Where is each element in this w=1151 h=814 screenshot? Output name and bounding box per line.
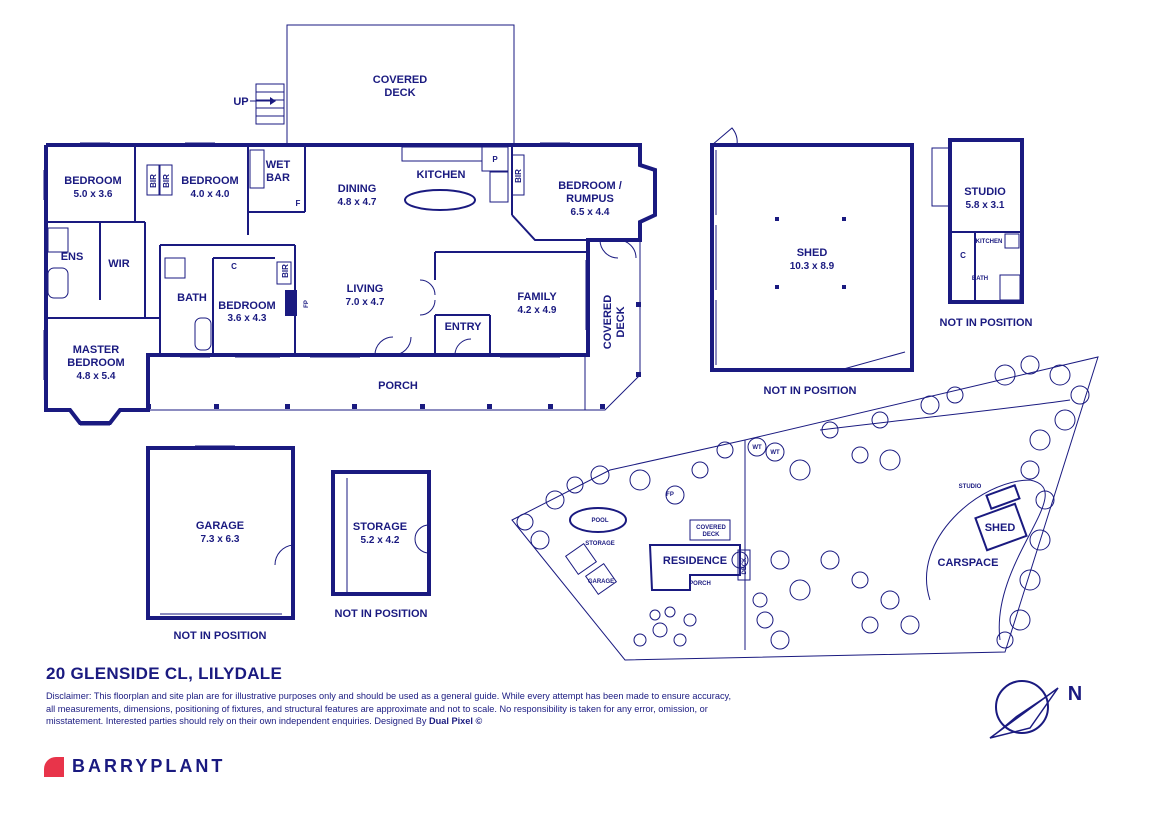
studio-dim: 5.8 x 3.1 [966,200,1005,211]
studio: STUDIO 5.8 x 3.1 KITCHEN C BATH NOT IN P… [931,138,1033,329]
storage: STORAGE 5.2 x 4.2 NOT IN POSITION [331,470,431,620]
rumpus-label-2: RUMPUS [566,193,614,205]
storage-dim: 5.2 x 4.2 [361,535,400,546]
bedroom1-label: BEDROOM [64,175,121,187]
disclaimer: Disclaimer: This floorplan and site plan… [46,690,736,728]
bedroom2-dim: 4.0 x 4.0 [191,189,230,200]
studio-bath-label: BATH [972,276,988,282]
master-label-1: MASTER [73,344,120,356]
site-plan: POOL FP WT WT RESIDENCE COVERED DECK POR… [511,355,1099,661]
kitchen-label: KITCHEN [417,169,466,181]
f-label: F [296,199,301,208]
garage-dim: 7.3 x 6.3 [201,534,240,545]
pantry-label: P [492,155,498,164]
site-deck-label: DECK [742,557,748,575]
bir-label-4: BIR [281,264,290,278]
site-shed-label: SHED [985,522,1016,534]
studio-label: STUDIO [964,186,1006,198]
fp-label: FP [304,300,310,308]
living-dim: 7.0 x 4.7 [346,297,385,308]
bath-label: BATH [177,292,207,304]
brand-name: BARRYPLANT [72,756,226,776]
site-residence-label: RESIDENCE [663,555,727,567]
bedroom2-label: BEDROOM [181,175,238,187]
compass-icon: N [989,680,1082,739]
brand-mark-icon [44,756,64,777]
stairs [250,83,285,125]
rumpus-dim: 6.5 x 4.4 [571,207,610,218]
bedroom3-label: BEDROOM [218,300,275,312]
site-studio-label: STUDIO [959,484,982,490]
studio-kitchen-label: KITCHEN [976,239,1003,245]
compass-north-label: N [1068,683,1082,705]
site-wt-label-2: WT [770,450,780,456]
living-label: LIVING [347,283,384,295]
dining-label: DINING [338,183,377,195]
site-carspace-label: CARSPACE [938,557,999,569]
site-porch-label: PORCH [689,581,711,587]
site-covdeck-label-1: COVERED [696,525,726,531]
property-address: 20 GLENSIDE CL, LILYDALE [46,664,283,683]
main-house: COVERED DECK UP BEDROOM 5.0 x 3.6 BEDROO… [43,24,657,426]
designer-credit: Dual Pixel © [429,716,483,726]
site-fp-label: FP [666,492,674,498]
master-dim: 4.8 x 5.4 [77,371,116,382]
site-pool-label: POOL [591,518,608,524]
wetbar-label-2: BAR [266,172,290,184]
covered-deck-label-1: COVERED [373,74,427,86]
up-label: UP [233,96,248,108]
garage-note: NOT IN POSITION [174,630,267,642]
rumpus-label-1: BEDROOM / [558,180,622,192]
master-label-2: BEDROOM [67,357,124,369]
garage-label: GARAGE [196,520,244,532]
entry-label: ENTRY [445,321,483,333]
brand-logo: BARRYPLANT [44,756,225,777]
disclaimer-text: Disclaimer: This floorplan and site plan… [46,691,732,726]
bir-label-2: BIR [162,174,171,188]
shed-dim: 10.3 x 8.9 [790,261,835,272]
covered-deck-label-2: DECK [384,87,415,99]
dining-dim: 4.8 x 4.7 [338,197,377,208]
site-garage-label: GARAGE [588,579,614,585]
shed-note: NOT IN POSITION [764,385,857,397]
wir-label: WIR [108,258,129,270]
studio-note: NOT IN POSITION [940,317,1033,329]
porch-label: PORCH [378,380,418,392]
bir-label-1: BIR [149,174,158,188]
family-label: FAMILY [517,291,557,303]
shed-label: SHED [797,247,828,259]
side-deck-label-2: DECK [615,306,627,337]
site-covdeck-label-2: DECK [702,532,720,538]
garage: GARAGE 7.3 x 6.3 NOT IN POSITION [146,445,295,642]
side-deck-label-1: COVERED [602,295,614,349]
site-storage-label: STORAGE [585,541,615,547]
ens-label: ENS [61,251,84,263]
studio-c-label: C [960,251,966,260]
bir-label-3: BIR [514,169,523,183]
site-wt-label-1: WT [752,445,762,451]
fireplace [285,290,297,316]
wetbar-label-1: WET [266,159,291,171]
storage-note: NOT IN POSITION [335,608,428,620]
bedroom1-dim: 5.0 x 3.6 [74,189,113,200]
shed: SHED 10.3 x 8.9 NOT IN POSITION [710,127,914,397]
family-dim: 4.2 x 4.9 [518,305,557,316]
cupboard-label: C [231,262,237,271]
bedroom3-dim: 3.6 x 4.3 [228,313,267,324]
storage-label: STORAGE [353,521,407,533]
